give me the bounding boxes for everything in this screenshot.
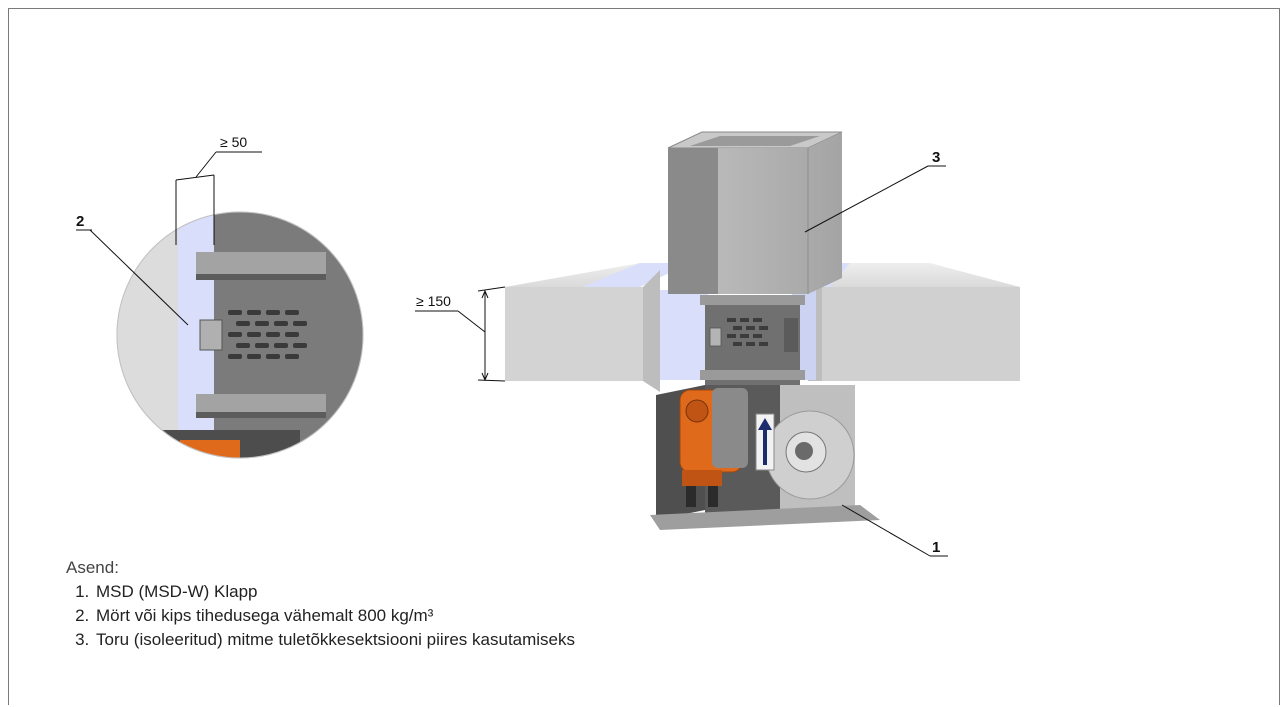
legend-title: Asend: xyxy=(66,558,119,577)
drawing-frame xyxy=(8,8,1280,705)
detail-damper-body xyxy=(214,212,363,458)
callout-2-number: 2 xyxy=(76,213,84,230)
detail-concrete xyxy=(117,212,185,458)
dimension-thickness-label: ≥ 150 xyxy=(416,293,451,309)
slab-left-front xyxy=(505,287,643,381)
main-assembly xyxy=(505,131,1020,530)
callout-2-leader xyxy=(76,229,189,326)
legend-item-2: Mört või kips tihedusega vähemalt 800 kg… xyxy=(94,604,575,628)
slab-right-front xyxy=(822,287,1020,381)
dimension-thickness xyxy=(415,286,506,382)
callout-1-number: 1 xyxy=(932,539,940,556)
dimension-gap-label: ≥ 50 xyxy=(220,134,247,150)
slab-right-top xyxy=(808,263,1020,287)
duct-front-face xyxy=(718,132,842,294)
legend-item-3: Toru (isoleeritud) mitme tuletõkkesektsi… xyxy=(94,628,575,652)
legend-list: MSD (MSD-W) Klapp Mört või kips tiheduse… xyxy=(66,580,575,652)
housing-base-flange xyxy=(650,505,880,530)
detail-view xyxy=(116,211,364,459)
callout-3-number: 3 xyxy=(932,149,940,166)
callout-1-leader xyxy=(841,504,948,557)
legend-item-1: MSD (MSD-W) Klapp xyxy=(94,580,575,604)
dimension-gap xyxy=(175,151,262,245)
callout-3-leader xyxy=(804,165,946,233)
legend: Asend: MSD (MSD-W) Klapp Mört või kips t… xyxy=(66,556,575,652)
